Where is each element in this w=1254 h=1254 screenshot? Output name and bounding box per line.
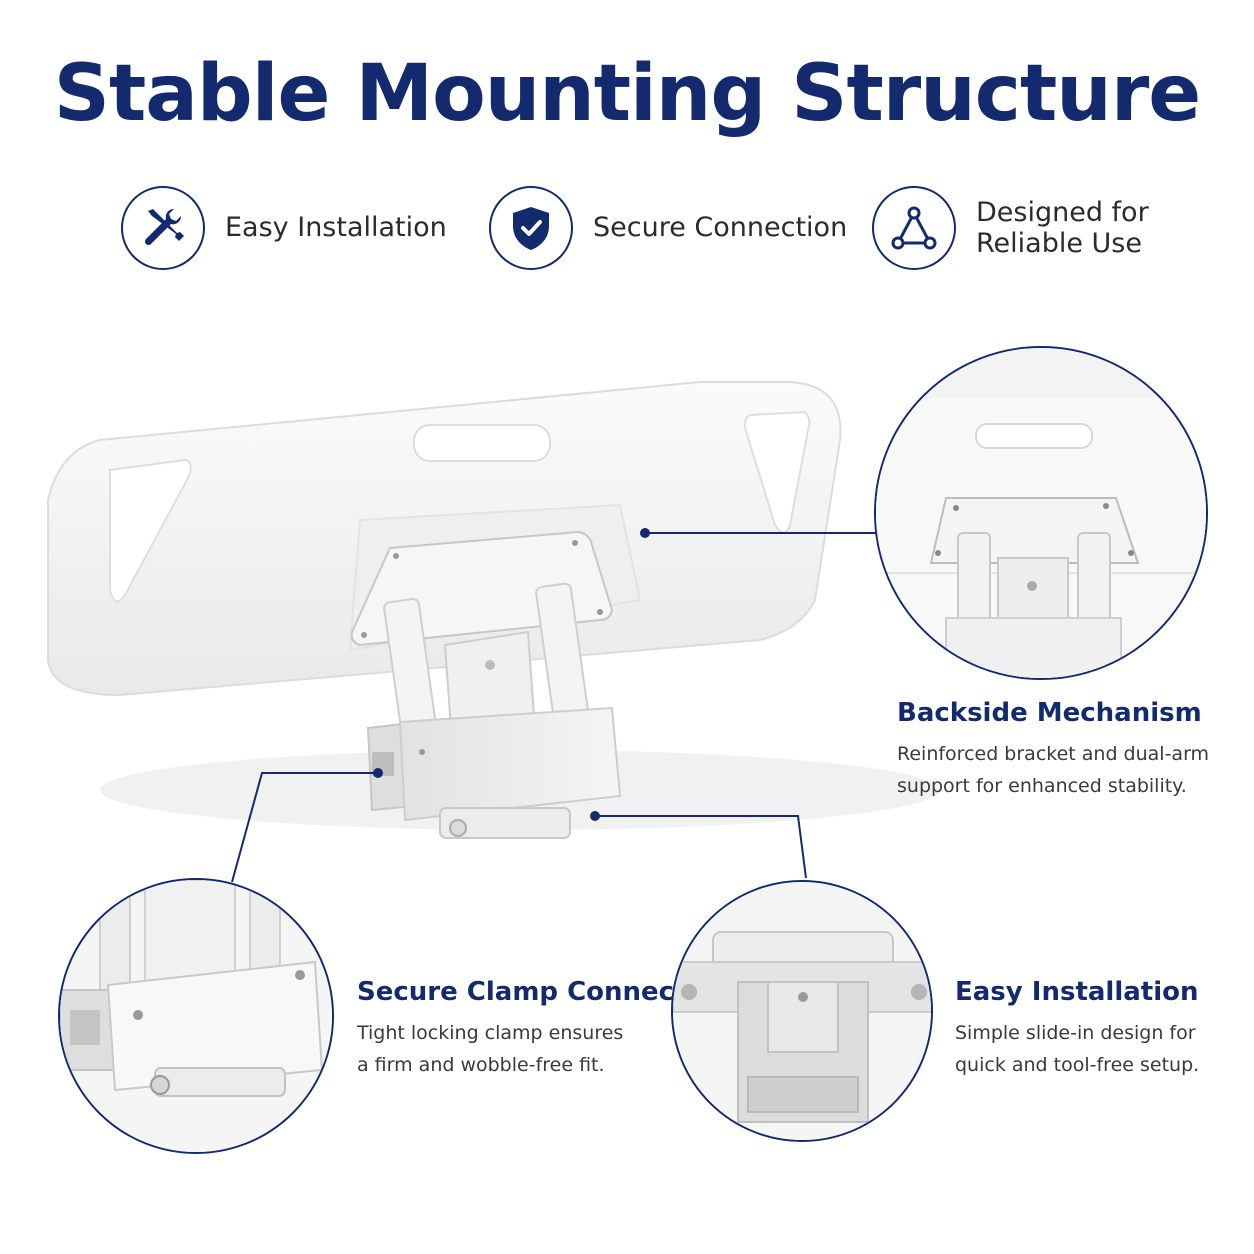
zoom-backside-mechanism xyxy=(874,346,1208,680)
callout-desc-backside: Reinforced bracket and dual-arm support … xyxy=(897,743,1210,797)
callout-title-install: Easy Installation xyxy=(955,977,1199,1007)
tools-icon xyxy=(121,186,205,270)
callout-desc-clamp: Tight locking clamp ensures a firm and w… xyxy=(357,1022,624,1076)
feature-easy-installation: Easy Installation xyxy=(121,186,447,270)
callout-title-clamp: Secure Clamp Connection xyxy=(357,977,732,1007)
zoom-easy-installation xyxy=(671,880,933,1142)
feature-reliable-use: Designed for Reliable Use xyxy=(872,186,1149,270)
callout-title-backside: Backside Mechanism xyxy=(897,698,1202,728)
shield-check-icon xyxy=(489,186,573,270)
feature-label: Designed for Reliable Use xyxy=(976,196,1149,259)
zoom-secure-clamp xyxy=(58,878,334,1154)
feature-label: Secure Connection xyxy=(593,212,848,244)
triangle-nodes-icon xyxy=(872,186,956,270)
feature-secure-connection: Secure Connection xyxy=(489,186,847,270)
callout-desc-install: Simple slide-in design for quick and too… xyxy=(955,1022,1200,1076)
page-title: Stable Mounting Structure xyxy=(53,49,1201,139)
feature-label: Easy Installation xyxy=(225,212,447,244)
